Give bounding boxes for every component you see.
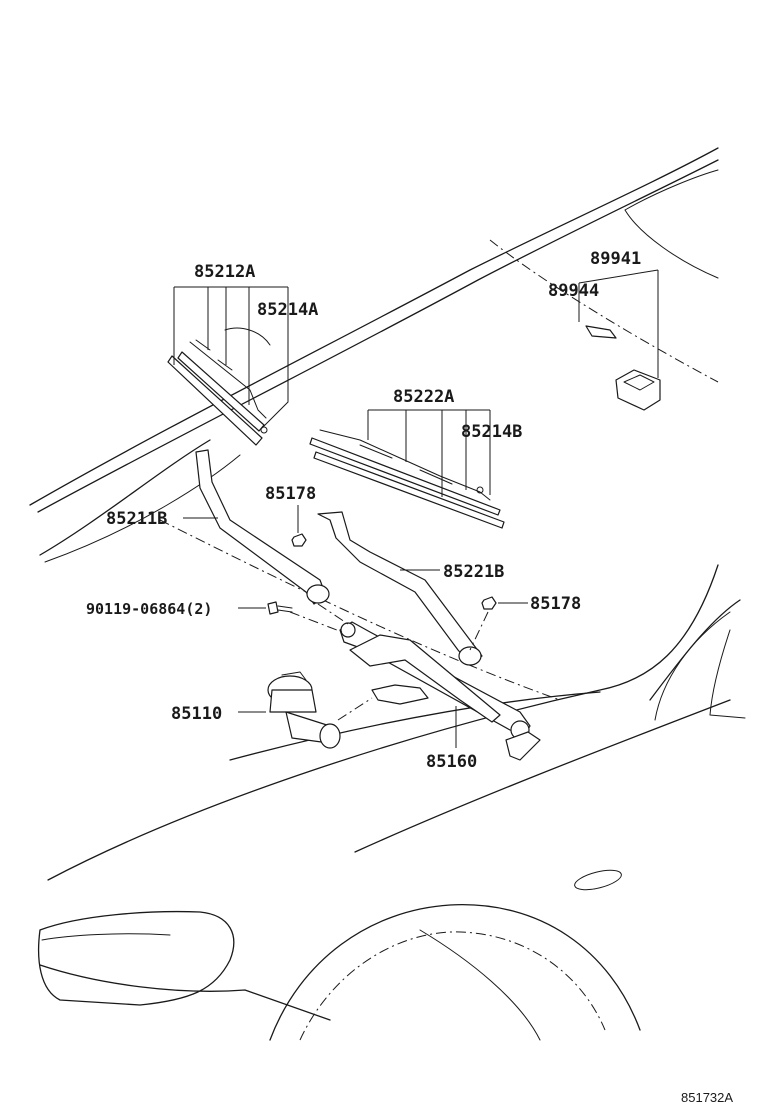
part-label-89941[interactable]: 89941: [590, 249, 641, 269]
part-label-85222A[interactable]: 85222A: [393, 387, 454, 407]
illustration-id: 851732A: [681, 1090, 733, 1105]
rain-sensor-assembly: [585, 325, 661, 411]
vehicle-body-outline: [29, 147, 746, 1041]
right-wiper-blade: [309, 429, 505, 529]
leader-lines: [173, 269, 659, 748]
part-label-90119-06864[interactable]: 90119-06864(2): [86, 600, 212, 618]
right-wiper-arm: [317, 511, 483, 666]
left-wiper-blade: [167, 327, 271, 446]
part-label-85221B[interactable]: 85221B: [443, 562, 504, 582]
part-label-85214B[interactable]: 85214B: [461, 422, 522, 442]
part-label-85214A[interactable]: 85214A: [257, 300, 318, 320]
bolt-90119: [267, 601, 293, 615]
part-label-85212A[interactable]: 85212A: [194, 262, 255, 282]
part-label-85178-top[interactable]: 85178: [265, 484, 316, 504]
part-label-85178-right[interactable]: 85178: [530, 594, 581, 614]
part-label-85160[interactable]: 85160: [426, 752, 477, 772]
left-wiper-arm: [195, 449, 330, 605]
part-label-85211B[interactable]: 85211B: [106, 509, 167, 529]
part-labels: 85212A 85214A 89941 89944 85222A 85214B …: [86, 249, 733, 1105]
wiper-link-assembly: [339, 621, 541, 761]
part-label-85110[interactable]: 85110: [171, 704, 222, 724]
nut-85178: [291, 533, 497, 610]
part-label-89944[interactable]: 89944: [548, 281, 599, 301]
wiper-motor: [267, 671, 341, 749]
